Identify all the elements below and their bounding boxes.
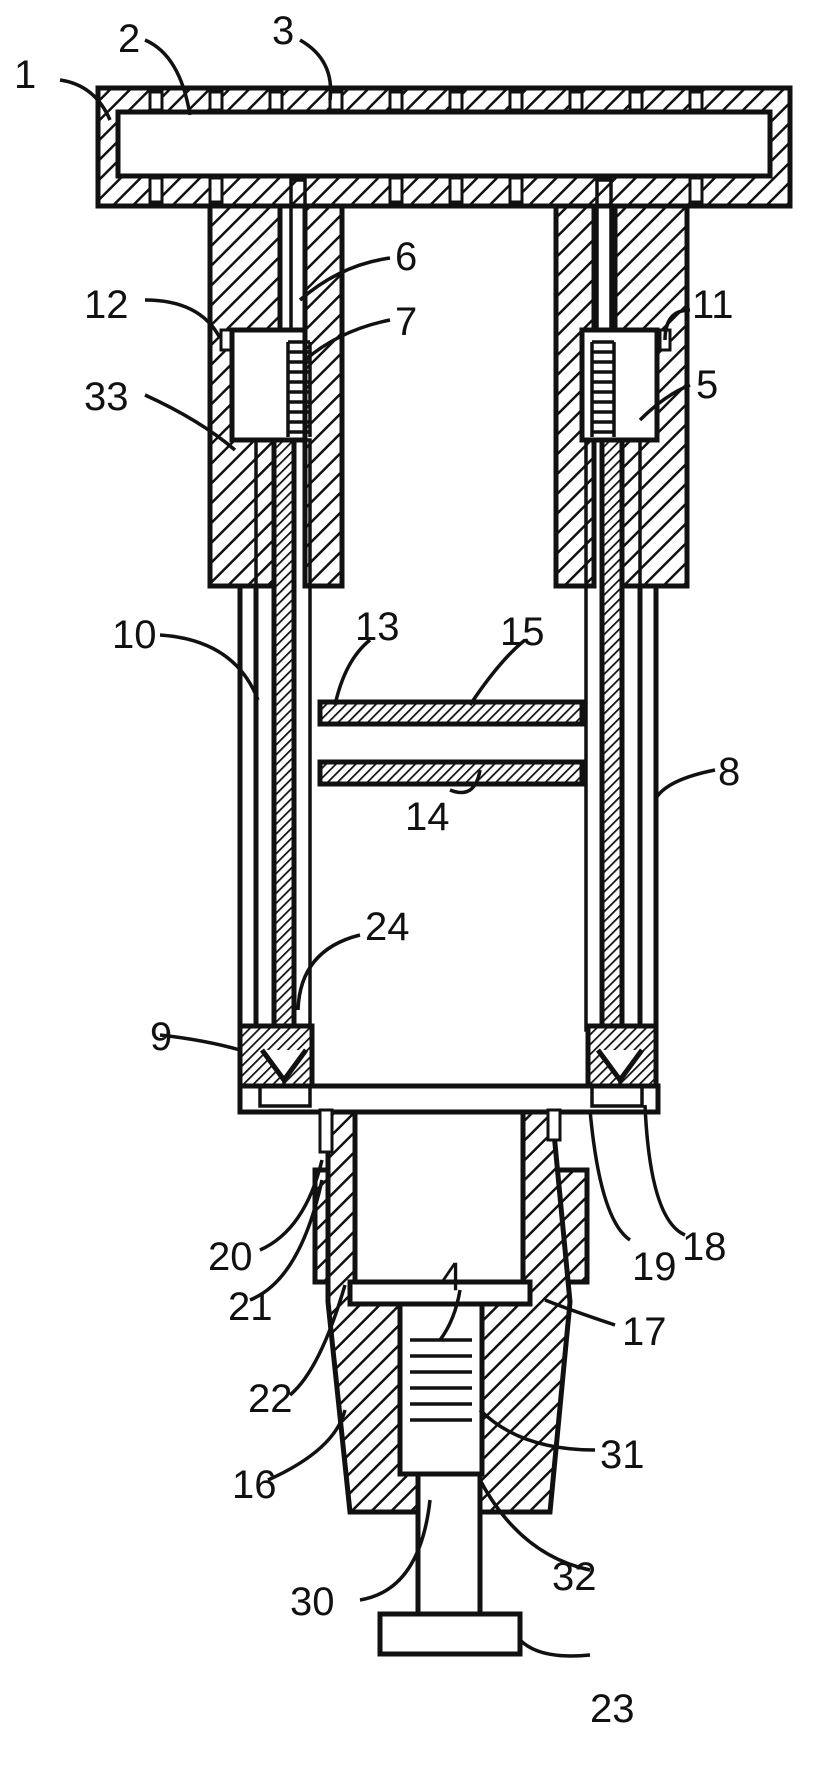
label-24: 24 [365,905,410,949]
label-15: 15 [500,610,545,654]
label-5: 5 [696,363,718,407]
label-33: 33 [84,375,129,419]
label-32: 32 [552,1555,597,1599]
label-6: 6 [395,235,417,279]
label-19: 19 [632,1245,677,1289]
label-23: 23 [590,1687,635,1731]
spring-right [590,340,616,437]
base-ring-right [585,1023,659,1100]
label-4: 4 [440,1255,462,1299]
label-1: 1 [14,53,36,97]
label-13: 13 [355,605,400,649]
label-16: 16 [232,1463,277,1507]
label-12: 12 [84,283,129,327]
label-8: 8 [718,750,740,794]
filter-plate-lower [317,759,585,787]
plunger [377,1471,523,1657]
label-21: 21 [228,1285,273,1329]
label-2: 2 [118,17,140,61]
right-tube-assembly [584,437,659,1033]
label-22: 22 [248,1377,293,1421]
label-20: 20 [208,1235,253,1279]
label-31: 31 [600,1433,645,1477]
leader-lines [59,38,716,1658]
label-9: 9 [150,1015,172,1059]
label-30: 30 [290,1580,335,1624]
label-14: 14 [405,795,450,839]
label-3: 3 [272,9,294,53]
label-10: 10 [112,613,157,657]
filter-plate-upper [317,699,585,727]
label-7: 7 [395,300,417,344]
top-plate [95,85,793,209]
label-17: 17 [622,1310,667,1354]
label-18: 18 [682,1225,727,1269]
nozzle-body [318,1108,573,1515]
label-11: 11 [692,283,734,327]
base-plate [237,1083,661,1115]
